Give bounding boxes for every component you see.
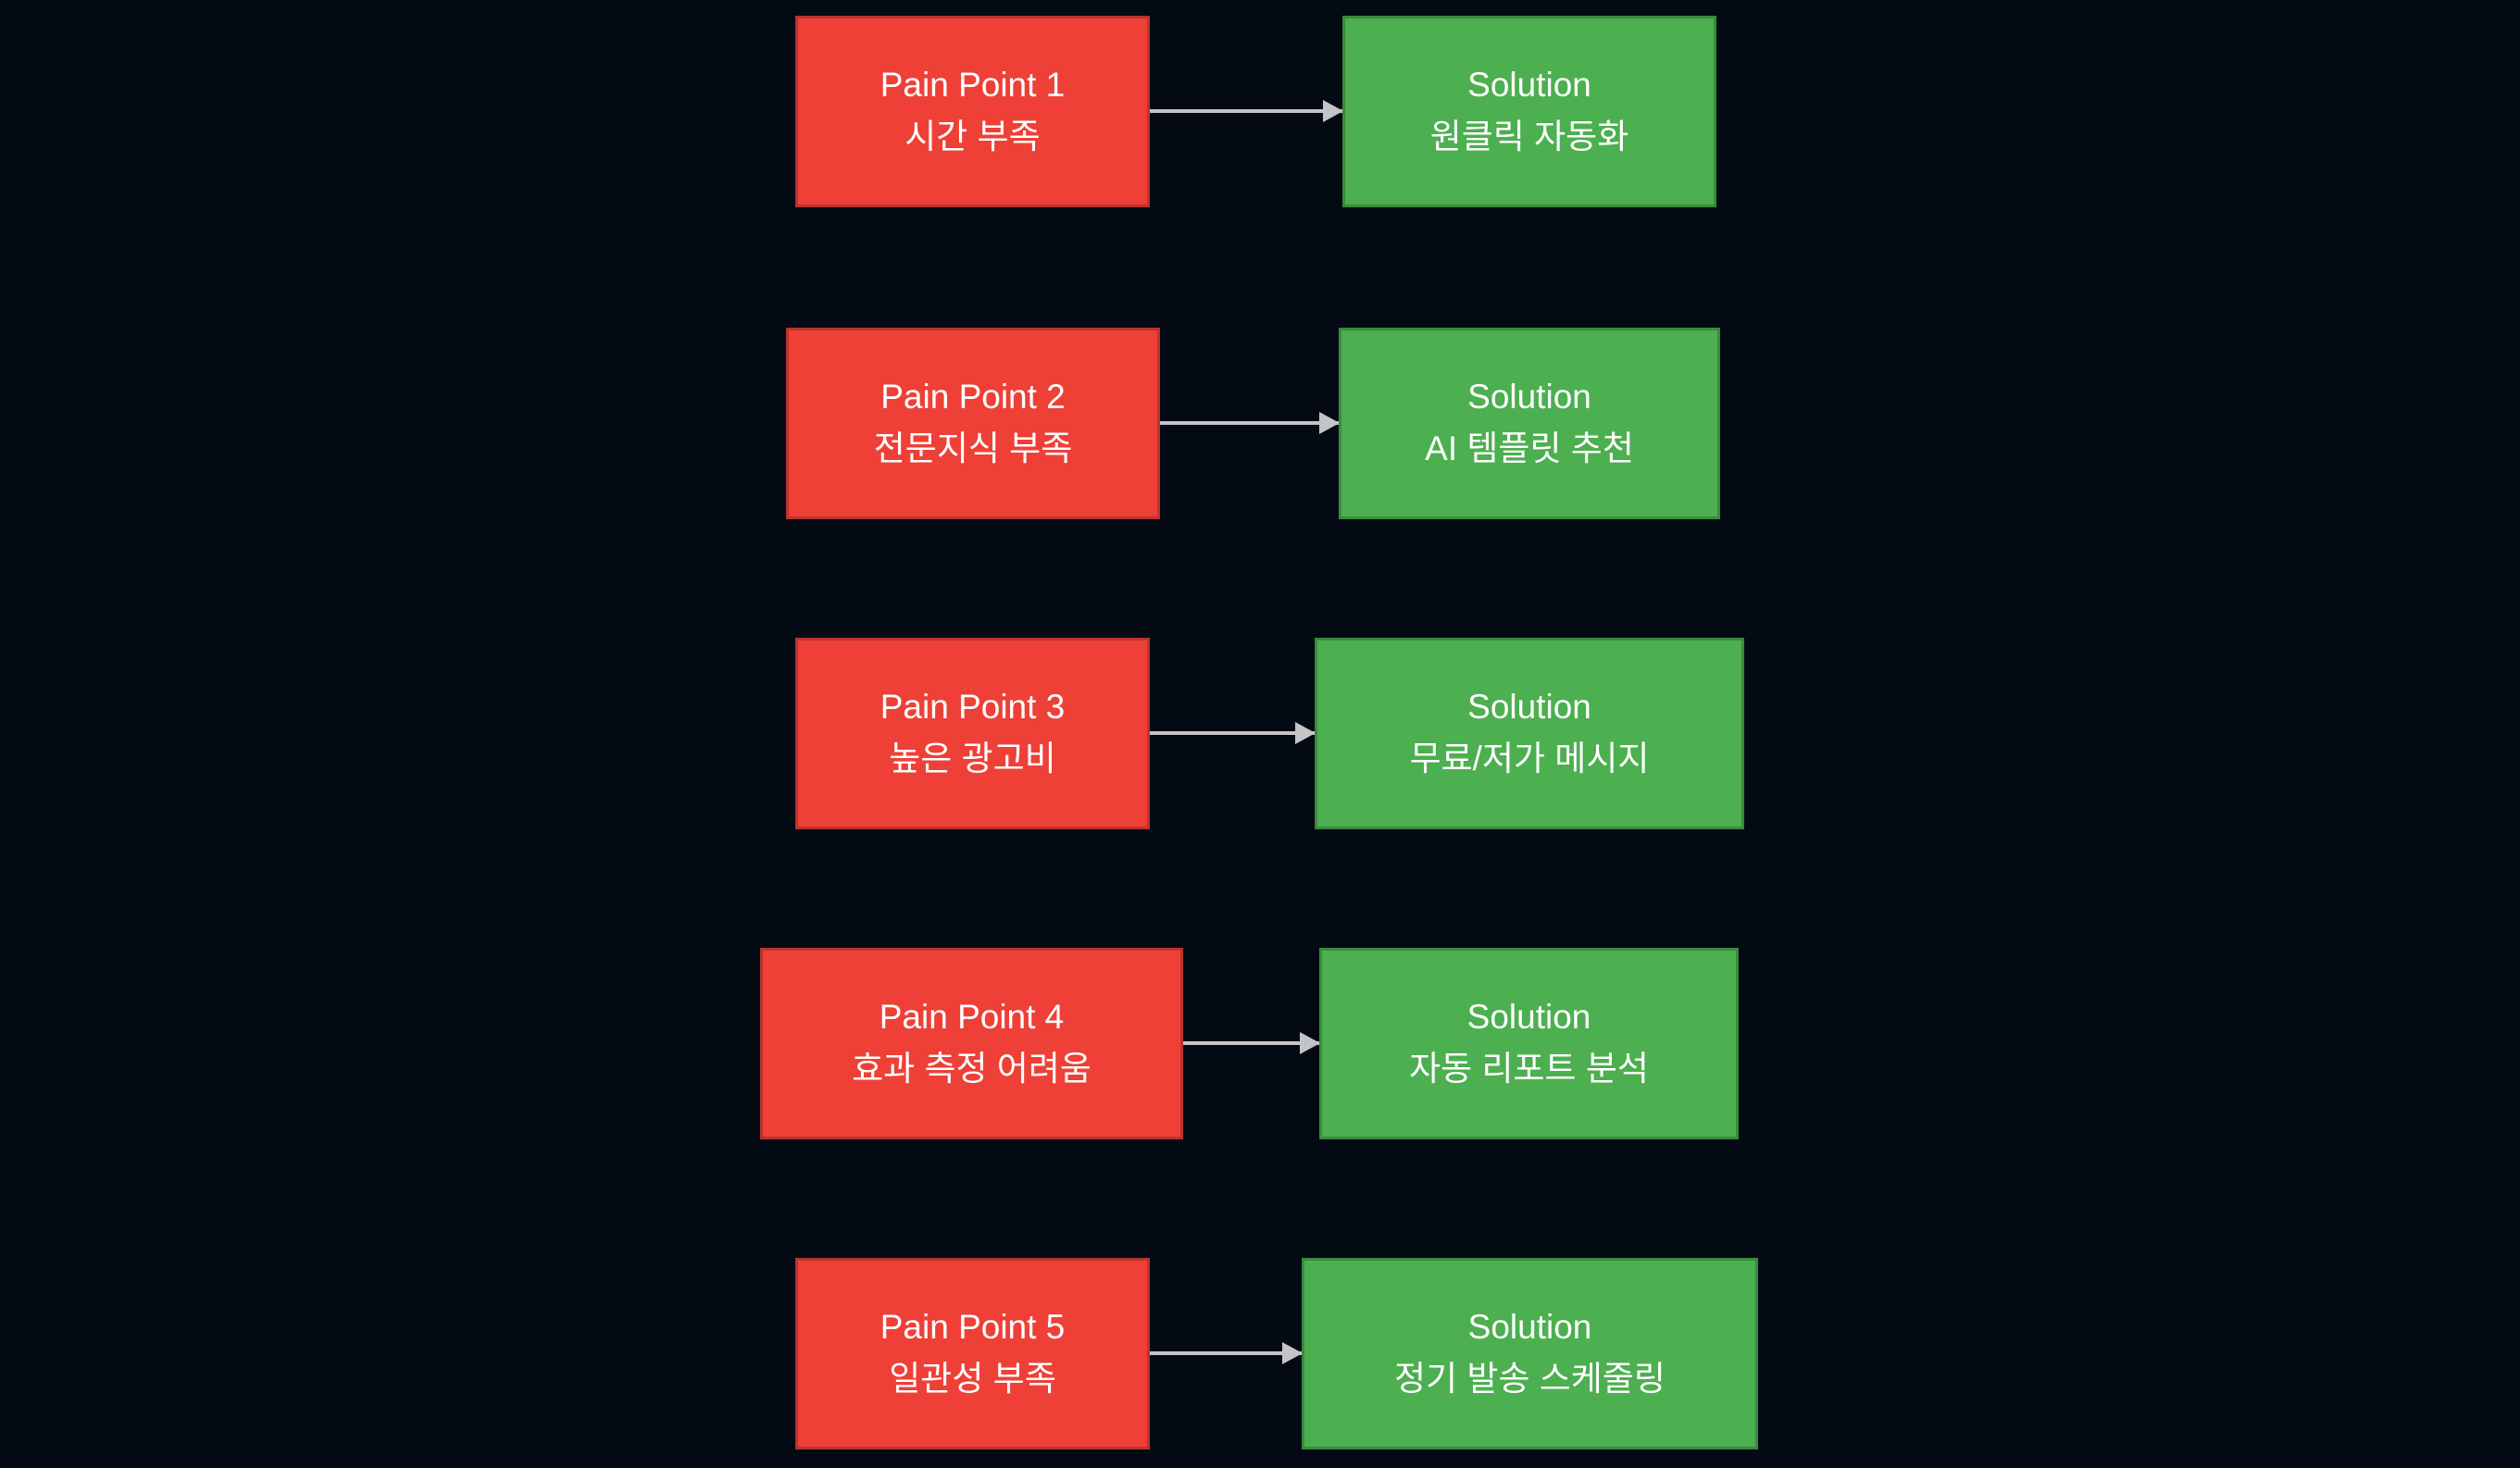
solution-subtitle: 자동 리포트 분석 (1409, 1050, 1649, 1088)
arrow-connector (1150, 1342, 1303, 1364)
mapping-row-2: Pain Point 2 전문지식 부족 Solution AI 템플릿 추천 (0, 328, 2520, 519)
arrow-connector (1150, 722, 1316, 744)
mapping-row-1: Pain Point 1 시간 부족 Solution 원클릭 자동화 (0, 16, 2520, 207)
mapping-row-3: Pain Point 3 높은 광고비 Solution 무료/저가 메시지 (0, 638, 2520, 829)
pain-point-subtitle: 높은 광고비 (889, 740, 1056, 778)
mapping-row-4: Pain Point 4 효과 측정 어려움 Solution 자동 리포트 분… (0, 948, 2520, 1139)
arrow-head-icon (1295, 722, 1316, 744)
solution-box-5: Solution 정기 발송 스케줄링 (1302, 1258, 1758, 1449)
solution-subtitle: 정기 발송 스케줄링 (1394, 1360, 1665, 1398)
pain-point-subtitle: 효과 측정 어려움 (852, 1050, 1092, 1088)
mapping-row-5: Pain Point 5 일관성 부족 Solution 정기 발송 스케줄링 (0, 1258, 2520, 1449)
solution-title: Solution (1467, 66, 1591, 105)
solution-title: Solution (1467, 688, 1591, 727)
pain-point-title: Pain Point 3 (880, 688, 1066, 727)
solution-title: Solution (1466, 998, 1591, 1037)
arrow-head-icon (1300, 1032, 1320, 1054)
pain-point-box-5: Pain Point 5 일관성 부족 (795, 1258, 1150, 1449)
solution-box-1: Solution 원클릭 자동화 (1342, 16, 1716, 207)
arrow-head-icon (1319, 412, 1340, 434)
pain-point-title: Pain Point 2 (880, 378, 1066, 417)
pain-point-title: Pain Point 4 (879, 998, 1065, 1037)
arrow-connector (1160, 412, 1340, 434)
solution-subtitle: AI 템플릿 추천 (1425, 429, 1634, 467)
pain-point-title: Pain Point 1 (880, 66, 1066, 105)
solution-box-3: Solution 무료/저가 메시지 (1315, 638, 1744, 829)
solution-subtitle: 원클릭 자동화 (1429, 118, 1629, 156)
arrow-head-icon (1282, 1342, 1303, 1364)
arrow-head-icon (1323, 100, 1343, 122)
arrow-connector (1183, 1032, 1320, 1054)
solution-title: Solution (1467, 378, 1591, 417)
pain-point-box-3: Pain Point 3 높은 광고비 (795, 638, 1150, 829)
pain-point-box-4: Pain Point 4 효과 측정 어려움 (760, 948, 1183, 1139)
pain-point-title: Pain Point 5 (880, 1308, 1066, 1347)
pain-point-box-1: Pain Point 1 시간 부족 (795, 16, 1150, 207)
pain-point-subtitle: 시간 부족 (904, 118, 1041, 156)
solution-box-2: Solution AI 템플릿 추천 (1339, 328, 1720, 519)
pain-point-subtitle: 전문지식 부족 (873, 429, 1073, 467)
pain-point-subtitle: 일관성 부족 (889, 1360, 1056, 1398)
arrow-connector (1150, 100, 1343, 122)
solution-box-4: Solution 자동 리포트 분석 (1319, 948, 1739, 1139)
solution-title: Solution (1467, 1308, 1592, 1347)
pain-point-box-2: Pain Point 2 전문지식 부족 (786, 328, 1160, 519)
solution-subtitle: 무료/저가 메시지 (1409, 740, 1650, 778)
